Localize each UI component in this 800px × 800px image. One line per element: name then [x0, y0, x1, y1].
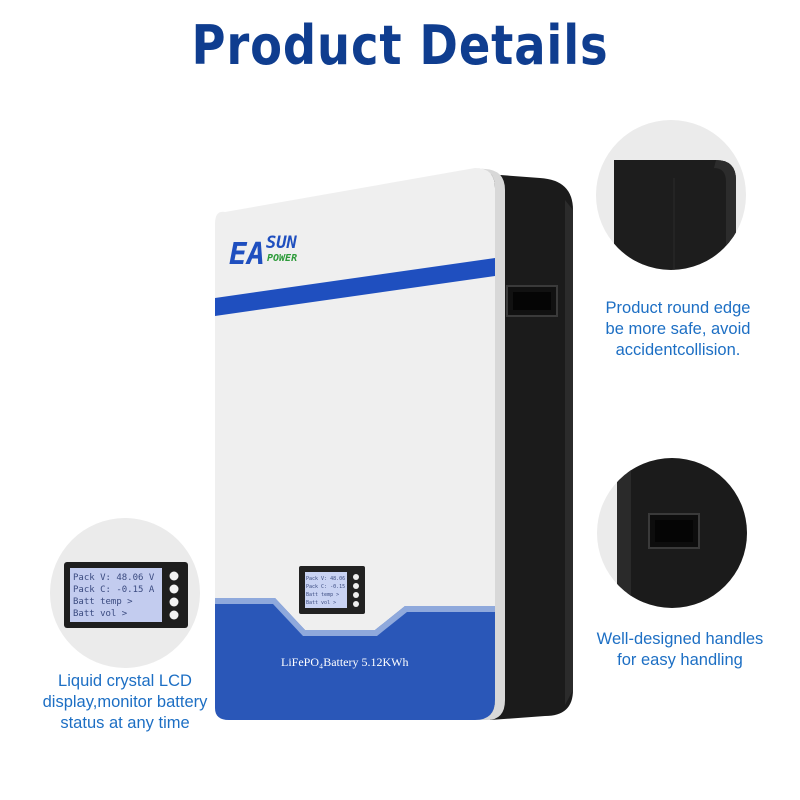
easun-logo: EA SUN POWER	[229, 233, 297, 272]
lcd-button	[169, 584, 179, 594]
product-label: LiFePO₄Battery 5.12KWh	[281, 655, 409, 669]
blue-stripe	[215, 258, 495, 316]
lcd-line: Batt vol >	[73, 609, 128, 619]
battery-product-image: EA SUN POWER Pack V: 48.06 Pack C: -0.15…	[215, 168, 573, 720]
svg-text:SUN: SUN	[266, 233, 297, 253]
handle-caption: Well-designed handles for easy handling	[596, 630, 764, 669]
product-lcd: Pack V: 48.06 Pack C: -0.15 Batt temp > …	[299, 566, 365, 614]
lcd-line: Pack C: -0.15 A	[73, 585, 155, 595]
svg-text:EA: EA	[229, 237, 265, 272]
svg-text:POWER: POWER	[267, 253, 297, 264]
handle-closeup-image	[597, 458, 747, 608]
product-lcd-line: Batt temp >	[306, 592, 339, 598]
bottom-blue-panel	[215, 598, 495, 720]
product-lcd-line: Pack V: 48.06	[306, 576, 345, 582]
lcd-button	[169, 610, 179, 620]
product-lcd-line: Pack C: -0.15	[306, 584, 345, 590]
lcd-line: Pack V: 48.06 V	[73, 573, 155, 583]
round-edge-closeup-image	[596, 120, 746, 270]
lcd-line: Batt temp >	[73, 597, 133, 607]
lcd-caption: Liquid crystal LCD display,monitor batte…	[42, 672, 208, 732]
product-lcd-line: Batt vol >	[306, 600, 336, 606]
lcd-button	[169, 571, 179, 581]
page-title: Product Details	[191, 14, 609, 77]
round-edge-caption: Product round edge be more safe, avoid a…	[605, 299, 751, 359]
lcd-display-closeup-image: Pack V: 48.06 V Pack C: -0.15 A Batt tem…	[50, 518, 200, 668]
lcd-button	[169, 597, 179, 607]
